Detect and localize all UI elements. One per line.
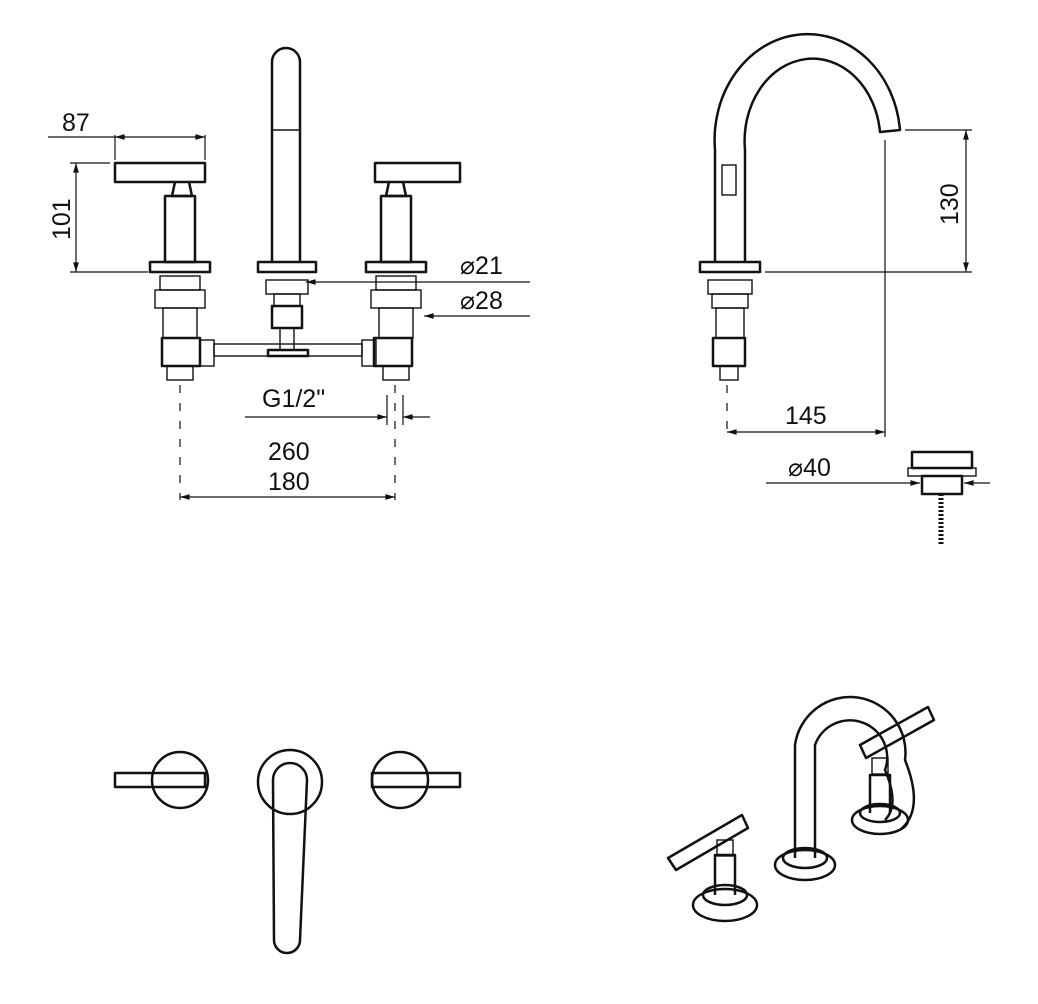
dim-handle-width: 87: [62, 109, 90, 137]
dim-handle-height: 101: [48, 198, 76, 240]
front-view: 87 101 ⌀21 ⌀28 G1/2" 260 180: [48, 46, 530, 500]
top-view: [113, 748, 462, 955]
dim-diameter-21: ⌀21: [460, 252, 503, 280]
left-handle: [113, 161, 215, 381]
side-view: 145 130: [698, 32, 972, 437]
dim-spout-height: 130: [936, 183, 964, 225]
isometric-view: [666, 695, 936, 923]
spout: [256, 46, 318, 358]
dim-spread-max: 260: [268, 438, 310, 466]
dim-thread: G1/2": [262, 385, 325, 413]
drain-plug: ⌀40: [766, 450, 990, 546]
dim-spread-min: 180: [268, 468, 310, 496]
dim-spout-reach: 145: [785, 402, 827, 430]
dim-diameter-28: ⌀28: [460, 287, 503, 315]
dim-drain-diameter: ⌀40: [788, 454, 831, 482]
right-handle: [361, 161, 462, 381]
